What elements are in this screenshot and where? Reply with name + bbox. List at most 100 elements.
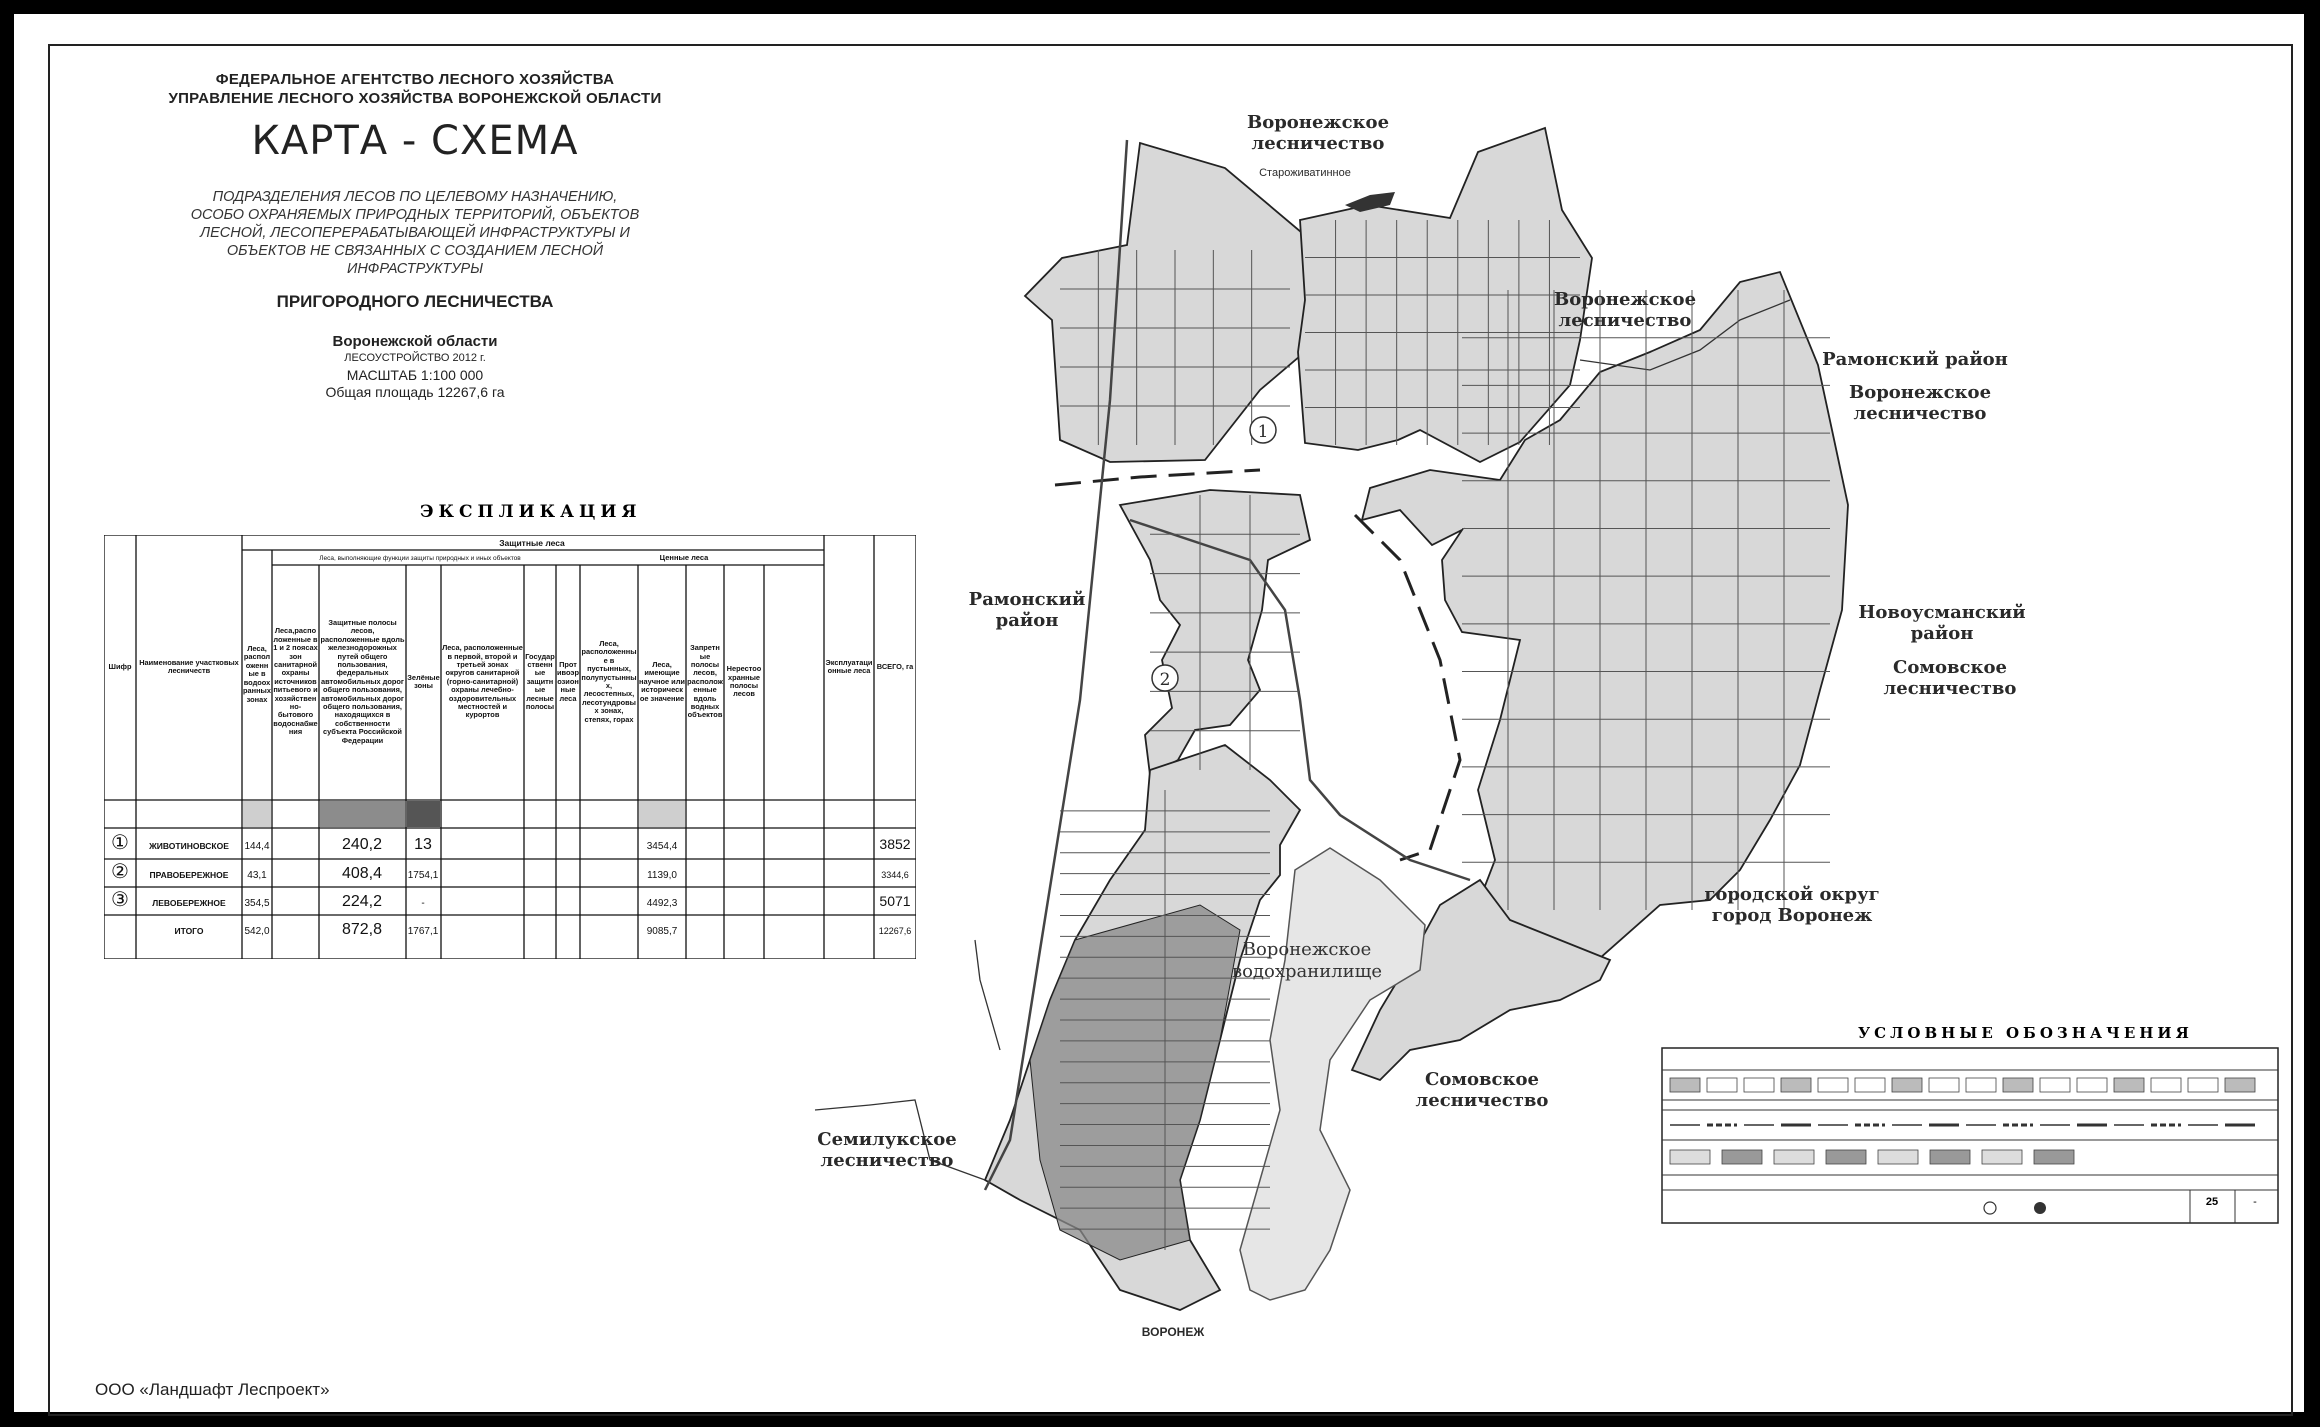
legend-swatch	[1891, 1077, 1923, 1093]
reservoir-water	[1239, 847, 1426, 1301]
forest-block-west	[1118, 489, 1312, 777]
explication-cell: 408,4	[342, 865, 382, 882]
explication-column-header: Защитные полосы лесов, расположенные вдо…	[320, 617, 405, 745]
legend-swatch	[1817, 1077, 1849, 1093]
legend-swatch	[2002, 1077, 2034, 1093]
legend-swatch	[1928, 1077, 1960, 1093]
explication-cell: 43,1	[247, 870, 267, 881]
explication-table: Защитные леса Леса, выполняющие функции …	[104, 535, 916, 959]
explication-cell: ИТОГО	[174, 926, 203, 936]
explication-column-header: Противоэрозионные леса	[557, 659, 579, 703]
legend-swatch	[1773, 1149, 1815, 1165]
agency-line-2: УПРАВЛЕНИЕ ЛЕСНОГО ХОЗЯЙСТВА ВОРОНЕЖСКОЙ…	[168, 90, 662, 107]
forest-block-north-west	[1023, 141, 1321, 463]
explication-cell: 542,0	[244, 926, 269, 937]
legend-point-sample	[1983, 1201, 1997, 1215]
explication-column-header: ВСЕГО, га	[876, 661, 914, 671]
legend-swatch	[1825, 1149, 1867, 1165]
highway-line	[1129, 518, 1471, 882]
explication-column-header: Запретные полосы лесов, расположенные вд…	[687, 643, 723, 720]
group-functions: Леса, выполняющие функции защиты природн…	[319, 554, 521, 562]
area-label: Общая площадь 12267,6 га	[325, 384, 505, 400]
explication-column-header: Леса, расположенные в первой, второй и т…	[442, 643, 523, 720]
explication-cell: 1139,0	[647, 870, 677, 881]
legend-swatch	[2113, 1077, 2145, 1093]
legend-swatch	[1721, 1149, 1763, 1165]
scale-label: МАСШТАБ 1:100 000	[346, 367, 484, 383]
explication-cell: 354,5	[244, 898, 269, 909]
group-protective: Защитные леса	[499, 538, 565, 548]
district-boundary	[1353, 513, 1462, 862]
page-title: КАРТА - СХЕМА	[251, 118, 579, 164]
legend: 25 -	[1661, 1047, 2279, 1224]
explication-cell: -	[421, 898, 424, 909]
description-line: ОСОБО ОХРАНЯЕМЫХ ПРИРОДНЫХ ТЕРРИТОРИЙ, О…	[190, 207, 640, 223]
forestry-subtitle: ПРИГОРОДНОГО ЛЕСНИЧЕСТВА	[276, 292, 554, 311]
legend-number-dash: -	[2253, 1196, 2257, 1208]
legend-swatch	[1780, 1077, 1812, 1093]
explication-cell: ①	[111, 832, 129, 854]
legend-swatch	[1929, 1149, 1971, 1165]
explication-column-header: Зелёные зоны	[407, 672, 440, 690]
legend-swatch	[2150, 1077, 2182, 1093]
map-description: ПОДРАЗДЕЛЕНИЯ ЛЕСОВ ПО ЦЕЛЕВОМУ НАЗНАЧЕН…	[95, 188, 735, 278]
legend-swatch	[1669, 1077, 1701, 1093]
legend-swatch	[1706, 1077, 1738, 1093]
legend-swatch	[1854, 1077, 1886, 1093]
description-line: ЛЕСНОЙ, ЛЕСОПЕРЕРАБАТЫВАЮЩЕЙ ИНФРАСТРУКТ…	[200, 225, 630, 241]
explication-cell: 872,8	[342, 921, 382, 938]
district-marker-2	[1151, 664, 1179, 692]
explication-column-header: Наименование участковых лесничеств	[139, 657, 239, 675]
legend-swatch	[2187, 1077, 2219, 1093]
explication-column-header: Государственные защитные лесные полосы	[525, 651, 555, 712]
explication-cell: 1767,1	[408, 926, 439, 937]
legend-swatch	[2076, 1077, 2108, 1093]
explication-cell: 3344,6	[881, 870, 909, 880]
explication-column-header: Леса, расположенные в пустынных, полупус…	[581, 638, 637, 724]
village-starozhivotinnoe	[1345, 192, 1395, 212]
explication-cell: 1754,1	[408, 870, 439, 881]
description-line: ИНФРАСТРУКТУРЫ	[346, 261, 484, 277]
map-info: Воронежской области ЛЕСОУСТРОЙСТВО 2012 …	[95, 333, 735, 401]
legend-swatch	[2224, 1077, 2256, 1093]
legend-swatch	[2033, 1149, 2075, 1165]
railway-line	[983, 139, 1129, 1191]
explication-cell: ②	[111, 861, 129, 883]
district-boundary	[1054, 468, 1261, 487]
explication-column-header: Нерестоохранные полосы лесов	[726, 664, 762, 699]
agency-line-1: ФЕДЕРАЛЬНОЕ АГЕНТСТВО ЛЕСНОГО ХОЗЯЙСТВА	[215, 71, 615, 88]
explication-cell: ③	[111, 889, 129, 911]
explication-cell: 4492,3	[647, 898, 678, 909]
explication-column-header: Леса, расположенные в водоохранных зонах	[243, 644, 271, 704]
explication-cell: 12267,6	[879, 926, 912, 936]
survey-label: ЛЕСОУСТРОЙСТВО 2012 г.	[344, 352, 486, 364]
region-label: Воронежской области	[332, 333, 498, 350]
admin-boundary	[814, 299, 1791, 1181]
explication-cell: 5071	[879, 893, 910, 909]
legend-point-sample	[2034, 1202, 2046, 1214]
forest-block-river	[1350, 878, 1612, 1082]
legend-swatch	[1743, 1077, 1775, 1093]
label-voronezh-city: ВОРОНЕЖ	[1142, 1325, 1205, 1339]
explication-cell: 3454,4	[647, 841, 678, 852]
label-starozhivotinnoe: Староживатинное	[1259, 167, 1351, 179]
explication-column-header: Шифр	[108, 661, 132, 671]
explication-title: ЭКСПЛИКАЦИЯ	[420, 502, 642, 522]
legend-swatch	[1981, 1149, 2023, 1165]
legend-title: УСЛОВНЫЕ ОБОЗНАЧЕНИЯ	[1858, 1024, 2193, 1042]
explication-cell: ПРАВОБЕРЕЖНОЕ	[150, 870, 229, 880]
explication-cell: 3852	[879, 836, 910, 852]
explication-column-header: Леса,расположенные в 1 и 2 поясах зон са…	[273, 626, 318, 737]
explication-cell: 240,2	[342, 836, 382, 853]
